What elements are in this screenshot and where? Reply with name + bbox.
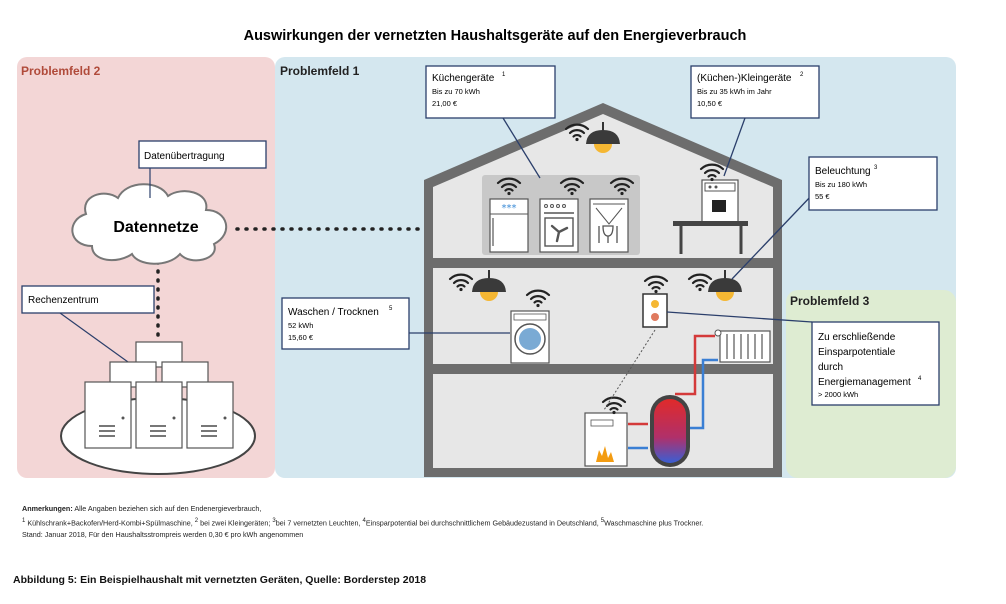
svg-text:durch: durch bbox=[818, 362, 843, 373]
cloud-icon bbox=[71, 183, 228, 265]
heater-icon bbox=[584, 412, 628, 467]
table bbox=[673, 221, 748, 254]
kleingeraete-title: (Küchen-)Kleingeräte bbox=[697, 73, 792, 84]
svg-text:52 kWh: 52 kWh bbox=[288, 321, 313, 330]
svg-text:> 2000 kWh: > 2000 kWh bbox=[818, 390, 858, 399]
diagram-title: Auswirkungen der vernetzten Haushaltsger… bbox=[244, 28, 747, 44]
server-icon bbox=[186, 381, 234, 449]
svg-text:Bis zu 70 kWh: Bis zu 70 kWh bbox=[432, 87, 480, 96]
svg-text:3: 3 bbox=[874, 165, 878, 171]
kuechengeraete-title: Küchengeräte bbox=[432, 73, 495, 84]
info-box-kuechengeraete: Küchengeräte 1 Bis zu 70 kWh 21,00 € bbox=[425, 65, 556, 119]
svg-text:21,00 €: 21,00 € bbox=[432, 99, 458, 108]
info-box-beleuchtung: Beleuchtung 3 Bis zu 180 kWh 55 € bbox=[808, 156, 938, 211]
svg-text:1: 1 bbox=[502, 72, 506, 78]
server-icon bbox=[135, 381, 183, 449]
pipe-hot bbox=[675, 334, 715, 396]
rechenzentrum-box bbox=[21, 285, 155, 314]
water-tank-icon bbox=[650, 395, 690, 467]
svg-text:Einsparpotentiale: Einsparpotentiale bbox=[818, 347, 896, 358]
svg-text:15,60 €: 15,60 € bbox=[288, 333, 314, 342]
svg-text:55 €: 55 € bbox=[815, 192, 830, 201]
svg-text:Bis zu 35 kWh im Jahr: Bis zu 35 kWh im Jahr bbox=[697, 87, 772, 96]
coffee-machine-icon bbox=[701, 179, 739, 223]
datenuebertragung-box bbox=[138, 140, 267, 169]
oven-icon bbox=[539, 198, 579, 253]
zone-label-problemfeld-3: Problemfeld 3 bbox=[790, 294, 870, 308]
datennetze-label: Datennetze bbox=[113, 219, 198, 236]
zone-label-problemfeld-1: Problemfeld 1 bbox=[280, 64, 360, 78]
svg-text:Zu erschließende: Zu erschließende bbox=[818, 332, 896, 343]
figure-caption: Abbildung 5: Ein Beispielhaushalt mit ve… bbox=[13, 574, 427, 586]
svg-text:4: 4 bbox=[918, 376, 922, 382]
dishwasher-icon bbox=[589, 198, 629, 253]
svg-text:5: 5 bbox=[389, 306, 393, 312]
info-box-einsparpotentiale: Zu erschließende Einsparpotentiale durch… bbox=[811, 321, 940, 406]
svg-text:Bis zu 180 kWh: Bis zu 180 kWh bbox=[815, 180, 867, 189]
svg-text:10,50 €: 10,50 € bbox=[697, 99, 723, 108]
svg-text:2: 2 bbox=[800, 72, 804, 78]
waschen-title: Waschen / Trocknen bbox=[288, 307, 379, 318]
zone-label-problemfeld-2: Problemfeld 2 bbox=[21, 64, 101, 78]
info-box-waschen-trocknen: Waschen / Trocknen 5 52 kWh 15,60 € bbox=[281, 297, 410, 350]
info-box-kleingeraete: (Küchen-)Kleingeräte 2 Bis zu 35 kWh im … bbox=[690, 65, 820, 119]
svg-text:***: *** bbox=[502, 203, 517, 214]
notes: Anmerkungen: Alle Angaben beziehen sich … bbox=[22, 504, 704, 540]
radiator-icon bbox=[714, 329, 771, 363]
server-icon bbox=[84, 381, 132, 449]
thermostat-icon bbox=[642, 293, 668, 328]
svg-text:Energiemanagement: Energiemanagement bbox=[818, 377, 911, 388]
rechenzentrum-label: Rechenzentrum bbox=[28, 295, 99, 306]
datacenter bbox=[60, 341, 256, 475]
fridge-icon: *** bbox=[489, 198, 529, 253]
datenuebertragung-label: Datenübertragung bbox=[144, 151, 225, 162]
beleuchtung-title: Beleuchtung bbox=[815, 166, 871, 177]
washing-machine-icon bbox=[510, 310, 550, 364]
